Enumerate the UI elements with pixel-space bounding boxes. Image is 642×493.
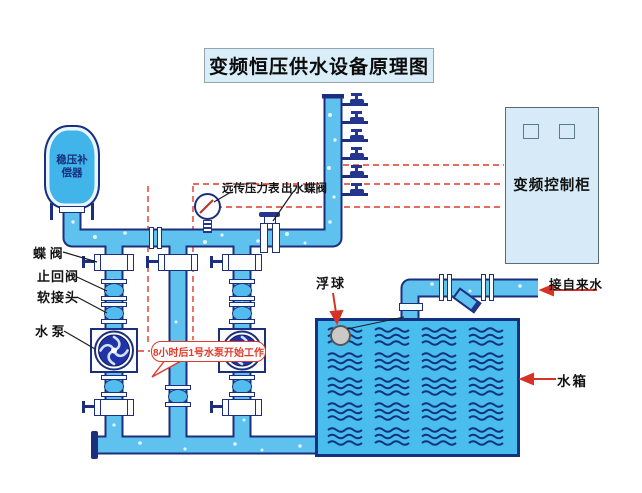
- red-arrows: [329, 283, 597, 386]
- header-flange-2: [157, 227, 162, 249]
- cabinet-label: 变频控制柜: [513, 178, 591, 194]
- frequency-control-cabinet: 变频控制柜: [505, 107, 599, 264]
- label-outlet-butterfly-valve: 出水蝶阀: [281, 183, 327, 195]
- pressure-compensator-vessel: 稳压补 偿器: [44, 125, 100, 209]
- vessel-label-line2: 偿器: [61, 167, 83, 179]
- float-ball: [330, 325, 351, 346]
- inlet-flange-1: [439, 274, 444, 301]
- vessel-leg-left: [50, 203, 53, 220]
- gauge-stem: [203, 220, 212, 233]
- wave-group: [420, 427, 462, 452]
- gauge-needle: [199, 199, 214, 214]
- wave-group: [373, 377, 415, 402]
- inlet-flange-2: [447, 274, 452, 301]
- wave-group: [467, 327, 509, 352]
- riser-top-cap: [322, 94, 344, 99]
- inlet-flange-3: [481, 274, 486, 301]
- label-water-pump: 水 泵: [35, 324, 65, 339]
- wave-group: [467, 352, 509, 377]
- diagram-title: 变频恒压供水设备原理图: [204, 48, 434, 83]
- label-check-valve: 止回阀: [37, 269, 80, 284]
- soft-joint-2-lower: [229, 375, 255, 397]
- vessel-leg-right: [91, 203, 94, 220]
- wave-group: [326, 352, 368, 377]
- pipe-union-middle: [165, 385, 191, 407]
- water-pump-1: [90, 328, 138, 373]
- riser-tap-4: [341, 147, 371, 166]
- label-remote-pressure-gauge: 远传压力表: [222, 183, 280, 195]
- vessel-label-line1: 稳压补: [56, 154, 88, 166]
- riser-tap-3: [341, 129, 371, 148]
- suction-valve-1: [82, 399, 134, 416]
- outlet-valve-plate-right: [272, 223, 280, 253]
- soft-joint-2: [229, 302, 255, 324]
- cabinet-indicator-2: [559, 124, 575, 139]
- wave-group: [467, 377, 509, 402]
- riser-tap-2: [341, 111, 371, 130]
- label-tap-water-inlet: 接自来水: [549, 278, 604, 292]
- inlet-drop-collar: [399, 303, 423, 311]
- suction-header-end-cap: [91, 431, 98, 459]
- wave-group: [467, 402, 509, 427]
- riser-tap-1: [341, 93, 371, 112]
- vessel-flange: [59, 206, 85, 213]
- riser-tap-6: [341, 183, 371, 202]
- soft-joint-1-lower: [101, 375, 127, 397]
- wave-group: [420, 377, 462, 402]
- inlet-flange-4: [489, 274, 494, 301]
- wave-group: [326, 377, 368, 402]
- wave-group: [420, 352, 462, 377]
- soft-joint-1: [101, 302, 127, 324]
- wave-group: [420, 402, 462, 427]
- check-valve-2: [229, 279, 255, 301]
- label-float-ball: 浮球: [316, 276, 347, 291]
- butterfly-valve-1: [82, 254, 134, 271]
- wave-group: [373, 402, 415, 427]
- pump-start-note: 8小时后1号水泵开始工作: [151, 341, 266, 362]
- wave-group: [467, 427, 509, 452]
- label-pointer-lines: [62, 191, 405, 350]
- water-tank: [315, 318, 520, 457]
- suction-valve-2: [210, 399, 262, 416]
- wave-group: [326, 402, 368, 427]
- check-valve-1: [101, 279, 127, 301]
- label-butterfly-valve: 蝶 阀: [33, 246, 63, 261]
- cabinet-indicator-1: [523, 124, 539, 139]
- wave-group: [373, 427, 415, 452]
- pressure-gauge: [194, 193, 221, 220]
- header-flange-1: [149, 227, 154, 249]
- label-water-tank: 水箱: [557, 374, 588, 389]
- wave-group: [326, 427, 368, 452]
- wave-group: [373, 327, 415, 352]
- butterfly-valve-2: [146, 254, 198, 271]
- label-soft-joint: 软接头: [37, 290, 80, 305]
- wave-group: [373, 352, 415, 377]
- riser-tap-5: [341, 165, 371, 184]
- outlet-valve-handle: [259, 212, 280, 217]
- butterfly-valve-3: [210, 254, 262, 271]
- wave-group: [420, 327, 462, 352]
